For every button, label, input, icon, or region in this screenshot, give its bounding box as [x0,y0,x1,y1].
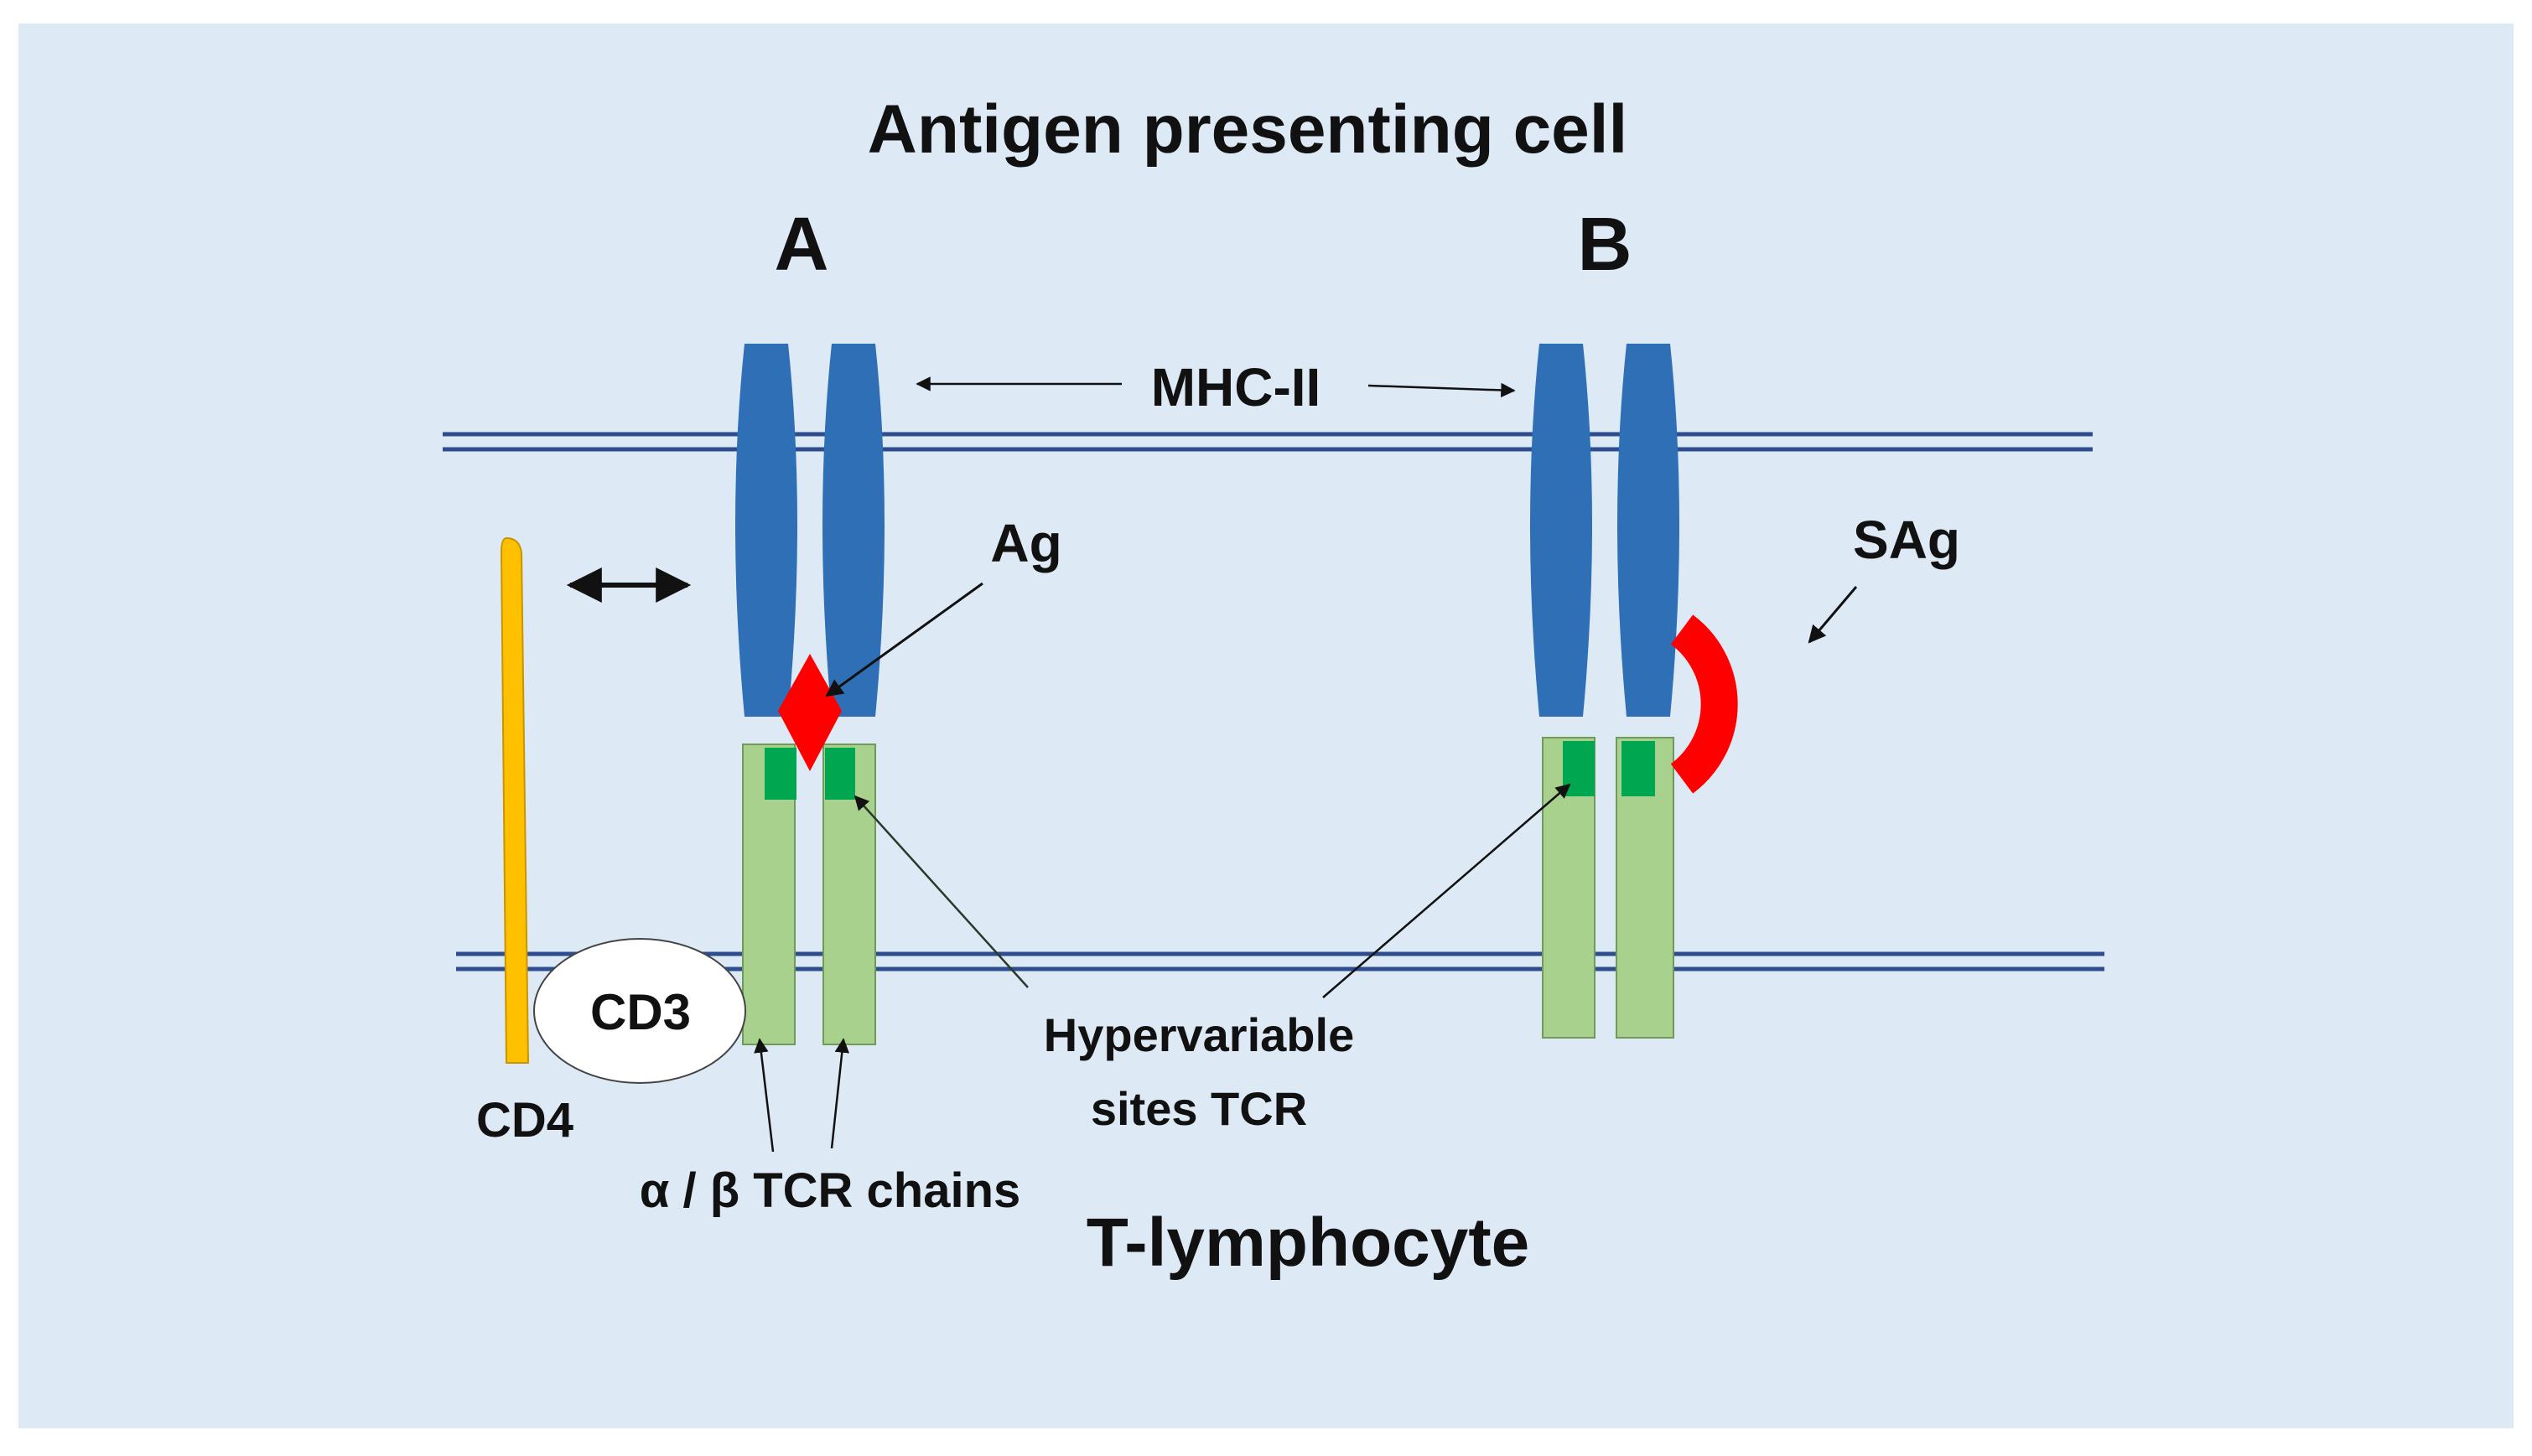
cd3-molecule [533,938,746,1084]
ag-arrow [825,582,983,697]
tcr-chain-arrow-beta [830,1038,850,1149]
hypervariable-site-b1 [1563,741,1595,796]
mhc-chain-a2 [822,344,885,717]
hypervariable-label-line2: sites TCR [1091,1082,1307,1135]
tcr-a [742,744,876,1045]
diagram-title: Antigen presenting cell [868,91,1628,168]
sag-label: SAg [1853,510,1960,570]
sag-arrow [1808,586,1858,644]
t-lymphocyte-label: T-lymphocyte [1087,1205,1530,1281]
mhc-chain-b2 [1617,344,1679,717]
hypervariable-site-a2 [825,748,855,800]
apc-membrane [443,432,2093,452]
cd3-label: CD3 [590,984,691,1040]
hypervariable-arrow-b [1322,783,1571,998]
mhc-ii-b [1530,344,1679,717]
mhc-chain-b1 [1530,344,1592,717]
mhc-ii-label: MHC-II [1151,357,1321,417]
mhc-right-arrow [1367,382,1516,398]
superantigen-arc [1670,614,1738,794]
ag-label: Ag [990,513,1061,573]
background-panel [18,23,2514,1428]
hypervariable-site-a1 [765,748,796,800]
t-cell-membrane [456,951,2104,972]
hypervariable-arrow-a [854,795,1029,988]
mhc-chain-a1 [735,344,797,717]
panel-label-a: A [775,203,829,287]
tcr-chains-label: α / β TCR chains [640,1163,1021,1218]
cd4-molecule [500,536,530,1064]
mhc-ii-a [735,344,885,717]
hypervariable-label-line1: Hypervariable [1044,1008,1354,1061]
cd4-label: CD4 [476,1093,573,1148]
tcr-chain-arrow-alpha [754,1038,775,1153]
panel-label-b: B [1578,203,1632,287]
hypervariable-site-b2 [1621,741,1655,796]
